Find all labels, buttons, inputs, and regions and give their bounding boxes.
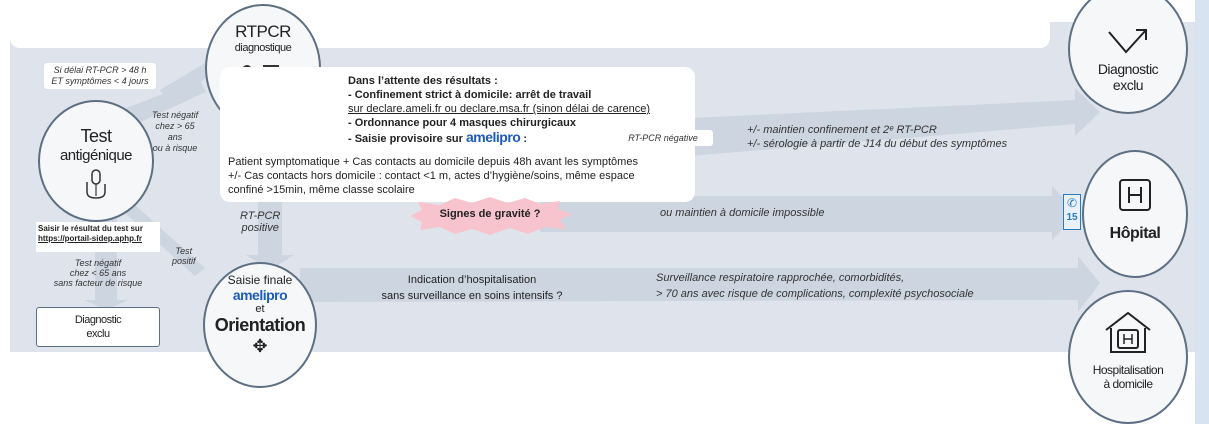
hosp-question-line1: Indication d’hospitalisation	[407, 274, 537, 286]
info-line5: Patient symptomatique + Cas contacts au …	[228, 156, 638, 168]
sidep-link[interactable]: https://portail-sidep.aphp.fr	[38, 234, 142, 243]
info-line1: - Confinement strict à domicile: arrêt d…	[348, 89, 592, 101]
saisir-line1: Saisir le résultat du test sur	[38, 224, 143, 233]
rtpcr-subtitle: diagnostique	[234, 42, 292, 54]
rtpcr-positive-line1: RT-PCR	[240, 210, 281, 222]
diagnostic-exclu-circle: Diagnostic exclu	[1068, 0, 1188, 114]
saisie-circle: Saisie finale amelipro et Orientation ✥	[203, 262, 317, 388]
phone-15-badge: ✆ 15	[1063, 194, 1081, 230]
hopital-circle: Hôpital	[1082, 150, 1188, 278]
info-line4-brand: amelipro	[466, 129, 521, 145]
arrow-to-domicile	[300, 256, 1100, 312]
diag-outcome-line2: exclu	[1112, 77, 1144, 93]
neg-over65-note: Test négatif chez > 65 ans ou à risque	[148, 110, 202, 154]
info-line4: - Saisie provisoire sur amelipro :	[348, 130, 650, 146]
arrow-to-diagnostic	[690, 88, 1100, 156]
hopital-label: Hôpital	[1109, 225, 1161, 242]
trend-arrow-icon	[1108, 29, 1147, 54]
saisie-brand: amelipro	[232, 287, 288, 303]
neg-over65-line2: chez > 65 ans	[155, 121, 195, 142]
info-heading: Dans l’attente des résultats :	[348, 75, 498, 87]
phone-number: 15	[1066, 212, 1078, 223]
info-line7: confiné >15min, même classe scolaire	[228, 184, 415, 196]
surveillance-line1: Surveillance respiratoire rapprochée, co…	[656, 272, 905, 284]
rtpcr-positive-note: RT-PCR positive	[240, 210, 280, 234]
diag-small-line2: exclu	[86, 328, 110, 340]
positive-line2: positif	[172, 256, 196, 266]
test-title: Test	[80, 126, 112, 146]
phone-icon: ✆	[1066, 196, 1078, 210]
diagnostic-exclu-box: Diagnostic exclu	[36, 307, 160, 347]
test-subtitle: antigénique	[59, 147, 133, 164]
right-strip	[1195, 0, 1209, 424]
info-line3: - Ordonnance pour 4 masques chirurgicaux	[348, 117, 576, 129]
home-hospital-icon	[1105, 311, 1151, 353]
rtpcr-title: RTPCR	[235, 22, 291, 41]
negative-note1: +/- maintien confinement et 2ᵉ RT-PCR	[747, 124, 937, 136]
gravity-burst	[410, 197, 572, 235]
domicile-line1: Hospitalisation	[1092, 363, 1164, 377]
move-arrows-icon: ✥	[252, 336, 268, 356]
delay-line2: ET symptômes < 4 jours	[51, 76, 149, 86]
positive-line1: Test	[175, 246, 193, 256]
neg-over65-line3: ou à risque	[152, 143, 198, 153]
info-line4-suffix: :	[523, 133, 528, 145]
delay-line1: Si délai RT-PCR > 48 h	[53, 65, 147, 75]
rtpcr-negative-tag: RT-PCR négative	[613, 130, 713, 146]
info-line2-link[interactable]: sur declare.ameli.fr ou declare.msa.fr (…	[348, 103, 651, 115]
info-line6: +/- Cas contacts hors domicile : contact…	[228, 170, 635, 182]
hosp-question-line2: sans surveillance en soins intensifs ?	[381, 290, 563, 302]
hosp-question: Indication d’hospitalisation sans survei…	[372, 272, 572, 304]
positive-note: Test positif	[172, 246, 196, 266]
neg-under65-line3: sans facteur de risque	[53, 278, 143, 288]
arrow-small-ltr	[160, 60, 216, 102]
diag-small-line1: Diagnostic	[74, 314, 122, 326]
hospital-icon	[1119, 179, 1151, 211]
domicile-circle: Hospitalisation à domicile	[1068, 290, 1188, 424]
surveillance-line2: > 70 ans avec risque de complications, c…	[656, 288, 974, 300]
diag-outcome-line1: Diagnostic	[1097, 61, 1159, 77]
arrow-rtpcr-down	[246, 200, 294, 270]
home-impossible-note: ou maintien à domicile impossible	[660, 207, 825, 219]
negative-notes: +/- maintien confinement et 2ᵉ RT-PCR +/…	[747, 123, 1007, 151]
negative-note2: +/- sérologie à partir de J14 du début d…	[747, 138, 1008, 150]
saisie-line1: Saisie finale	[227, 273, 293, 287]
saisie-line2: et	[255, 303, 265, 315]
saisie-line3: Orientation	[214, 315, 306, 335]
delay-note: Si délai RT-PCR > 48 h ET symptômes < 4 …	[44, 63, 156, 89]
domicile-line2: à domicile	[1103, 377, 1153, 391]
neg-under65-note: Test négatif chez < 65 ans sans facteur …	[36, 258, 160, 288]
info-line4-prefix: - Saisie provisoire sur	[348, 133, 463, 145]
test-circle: Test antigénique	[38, 100, 154, 222]
neg-under65-line1: Test négatif	[74, 258, 122, 268]
neg-under65-line2: chez < 65 ans	[69, 268, 127, 278]
top-panel	[10, 0, 1050, 48]
rtpcr-positive-line2: positive	[241, 222, 279, 234]
saisir-box: Saisir le résultat du test sur https://p…	[36, 222, 160, 252]
gravity-label: Signes de gravité ?	[439, 208, 541, 220]
test-icon	[86, 169, 106, 199]
bottom-panel	[10, 352, 1060, 424]
surveillance-note: Surveillance respiratoire rapprochée, co…	[656, 270, 974, 302]
neg-over65-line1: Test négatif	[151, 110, 199, 120]
